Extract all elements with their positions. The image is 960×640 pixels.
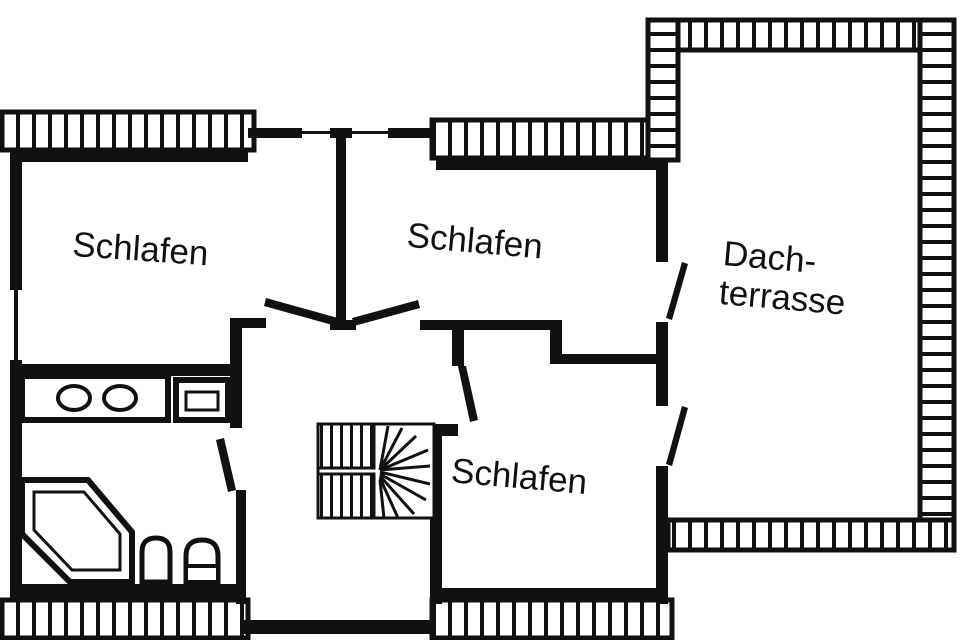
- roof-eaves: [0, 17, 957, 640]
- sink-left: [56, 384, 92, 412]
- staircase: [316, 422, 436, 520]
- terrace-label-line1: Dach-: [722, 234, 818, 281]
- sink-right: [102, 384, 138, 412]
- room-label-bedroom-3: Schlafen: [450, 451, 589, 502]
- terrace-label-line2: terrasse: [718, 273, 847, 323]
- walls: [10, 128, 688, 634]
- bathroom-fixtures: [19, 373, 231, 585]
- vanity-counter: [19, 373, 171, 423]
- bidet: [139, 535, 173, 585]
- room-label-bedroom-2: Schlafen: [405, 216, 544, 267]
- room-label-bedroom-1: Schlafen: [71, 225, 210, 273]
